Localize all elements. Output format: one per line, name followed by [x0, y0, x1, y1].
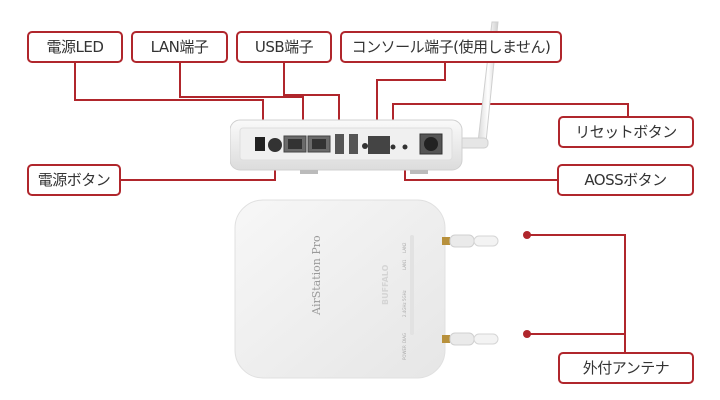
line-console-port	[376, 62, 446, 130]
label-usb-port: USB端子	[236, 31, 332, 63]
brand-logo: BUFFALO	[381, 264, 390, 305]
front-antenna-top	[442, 234, 499, 248]
front-antenna-bottom	[442, 332, 499, 346]
reset-hole	[390, 144, 396, 150]
line-lan-port	[179, 62, 304, 130]
dot-antenna-bottom	[523, 330, 531, 338]
model-logo: AirStation Pro	[310, 235, 323, 316]
led-label: POWER	[402, 345, 407, 360]
power-button-physical	[268, 138, 282, 152]
led-label: LAN2	[402, 242, 407, 253]
console-port-physical	[368, 136, 390, 154]
label-power-led: 電源LED	[27, 31, 123, 63]
usb-port-2	[349, 134, 358, 154]
label-lan-port: LAN端子	[131, 31, 228, 63]
line-usb-port	[283, 62, 340, 130]
usb-port-1	[335, 134, 344, 154]
label-aoss-button: AOSSボタン	[557, 164, 694, 196]
led-label: 2.4GHz	[402, 302, 407, 317]
label-power-button: 電源ボタン	[27, 164, 121, 196]
aoss-hole	[402, 144, 408, 150]
line-reset-button	[392, 103, 629, 134]
line-antenna-top	[527, 234, 626, 352]
device-front-view: AirStation Pro BUFFALO POWER DIAG 2.4GHz5G…	[234, 199, 499, 379]
dot-antenna-top	[523, 231, 531, 239]
led-label: LAN1	[402, 259, 407, 270]
line-power-led	[74, 62, 264, 130]
label-console-port: コンソール端子(使用しません)	[340, 31, 562, 63]
dc-jack	[255, 137, 265, 151]
led-label: 5GHz	[402, 290, 407, 301]
label-external-antenna: 外付アンテナ	[558, 352, 694, 384]
led-label: DIAG	[402, 333, 407, 343]
label-reset-button: リセットボタン	[558, 116, 694, 148]
